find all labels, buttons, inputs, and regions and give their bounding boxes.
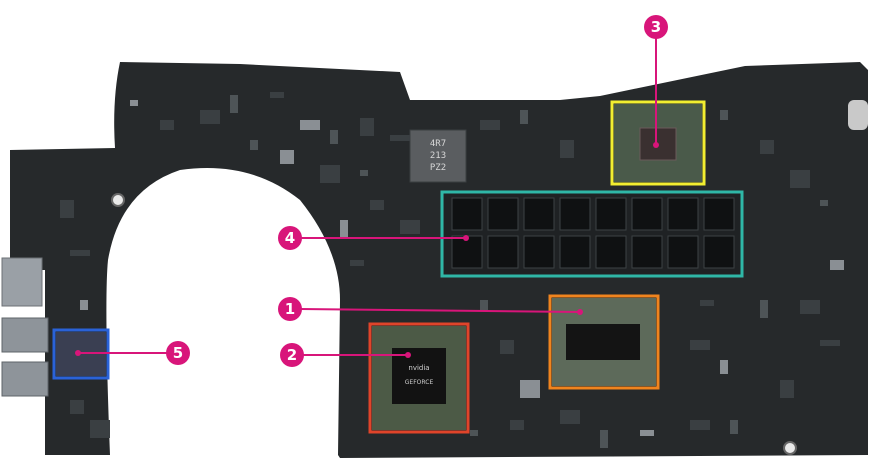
memory-chip — [451, 235, 483, 269]
board-component — [780, 380, 794, 398]
mount-hole — [783, 441, 797, 455]
board-component — [560, 410, 580, 424]
board-component — [200, 110, 220, 124]
board-component — [480, 120, 500, 130]
callout-4: 4 — [278, 226, 469, 250]
callout-1: 1 — [278, 297, 583, 321]
board-component — [720, 360, 728, 374]
board-component — [390, 135, 410, 141]
memory-chip — [451, 197, 483, 231]
callout-number: 5 — [173, 344, 183, 362]
callout-marker — [166, 341, 190, 365]
usb-port — [1, 257, 43, 307]
board-component — [370, 200, 384, 210]
board-component — [830, 260, 844, 270]
board-component — [720, 110, 728, 120]
board-component — [700, 300, 714, 306]
gpu-marking: GEFORCE — [405, 379, 434, 386]
board-component — [60, 200, 74, 218]
board-component — [600, 430, 608, 448]
cpu-die — [566, 324, 640, 360]
board-components — [60, 92, 844, 448]
board-component — [80, 300, 88, 310]
callout-number: 4 — [285, 229, 295, 247]
memory-chip — [559, 197, 591, 231]
inductor-marking: PZ2 — [430, 163, 446, 173]
gpu-die — [392, 348, 446, 404]
memory-chip — [487, 235, 519, 269]
callout-marker — [280, 343, 304, 367]
board-component — [470, 430, 478, 436]
board-component — [90, 420, 110, 438]
gpu-marking: nvidia — [408, 364, 429, 372]
callout-number: 2 — [287, 346, 297, 364]
gpu-highlight-box — [368, 322, 470, 434]
inductor-marking: 4R7 — [430, 139, 446, 149]
memory-chip — [523, 235, 555, 269]
board-component — [690, 420, 710, 430]
callout-marker — [278, 297, 302, 321]
board-component — [500, 340, 514, 354]
board-component — [790, 170, 810, 188]
board-component — [160, 120, 174, 130]
board-component — [760, 140, 774, 154]
memory-chip — [559, 235, 591, 269]
memory-chip — [703, 235, 735, 269]
memory-highlight-box — [440, 190, 744, 278]
callout-marker — [644, 15, 668, 39]
cpu-highlight-box — [548, 294, 660, 390]
board-component — [360, 170, 368, 176]
thunderbolt-port — [1, 361, 49, 397]
board-component — [820, 340, 840, 346]
memory-chip — [595, 197, 627, 231]
board-component — [400, 220, 420, 234]
memory-chip — [667, 197, 699, 231]
memory-chips — [444, 192, 742, 276]
board-component — [300, 120, 320, 130]
board-component — [800, 300, 820, 314]
board-component — [730, 420, 738, 434]
board-component — [480, 300, 488, 310]
memory-chip — [523, 197, 555, 231]
board-component — [320, 165, 340, 183]
board-component — [250, 140, 258, 150]
callout-marker — [278, 226, 302, 250]
memory-chip — [667, 235, 699, 269]
board-component — [230, 95, 238, 113]
memory-chip — [631, 235, 663, 269]
board-component — [70, 250, 90, 256]
callout-number: 1 — [285, 300, 295, 318]
board-component — [510, 420, 524, 430]
controller-highlight-box — [610, 100, 706, 186]
callout-3: 3 — [644, 15, 668, 148]
board-component — [280, 150, 294, 164]
right-connector — [848, 100, 868, 130]
board-component — [690, 340, 710, 350]
mount-hole — [111, 193, 125, 207]
board-component — [520, 110, 528, 124]
thunderbolt-port — [1, 317, 49, 353]
memory-chip — [703, 197, 735, 231]
board-component — [270, 92, 284, 98]
board-component — [820, 200, 828, 206]
memory-chip — [595, 235, 627, 269]
board-component — [70, 400, 84, 414]
board-component — [130, 100, 138, 106]
inductor: 4R7 213 PZ2 — [409, 129, 467, 183]
board-component — [520, 380, 540, 398]
inductor-marking: 213 — [430, 151, 446, 161]
board-component — [640, 430, 654, 436]
board-component — [760, 300, 768, 318]
memory-chip — [487, 197, 519, 231]
board-component — [350, 260, 364, 266]
board-component — [360, 118, 374, 136]
callout-5: 5 — [75, 341, 190, 365]
callout-2: 2 — [280, 343, 411, 367]
board-component — [330, 130, 338, 144]
board-component — [560, 140, 574, 158]
board-component — [340, 220, 348, 238]
memory-chip — [631, 197, 663, 231]
callout-number: 3 — [651, 18, 661, 36]
